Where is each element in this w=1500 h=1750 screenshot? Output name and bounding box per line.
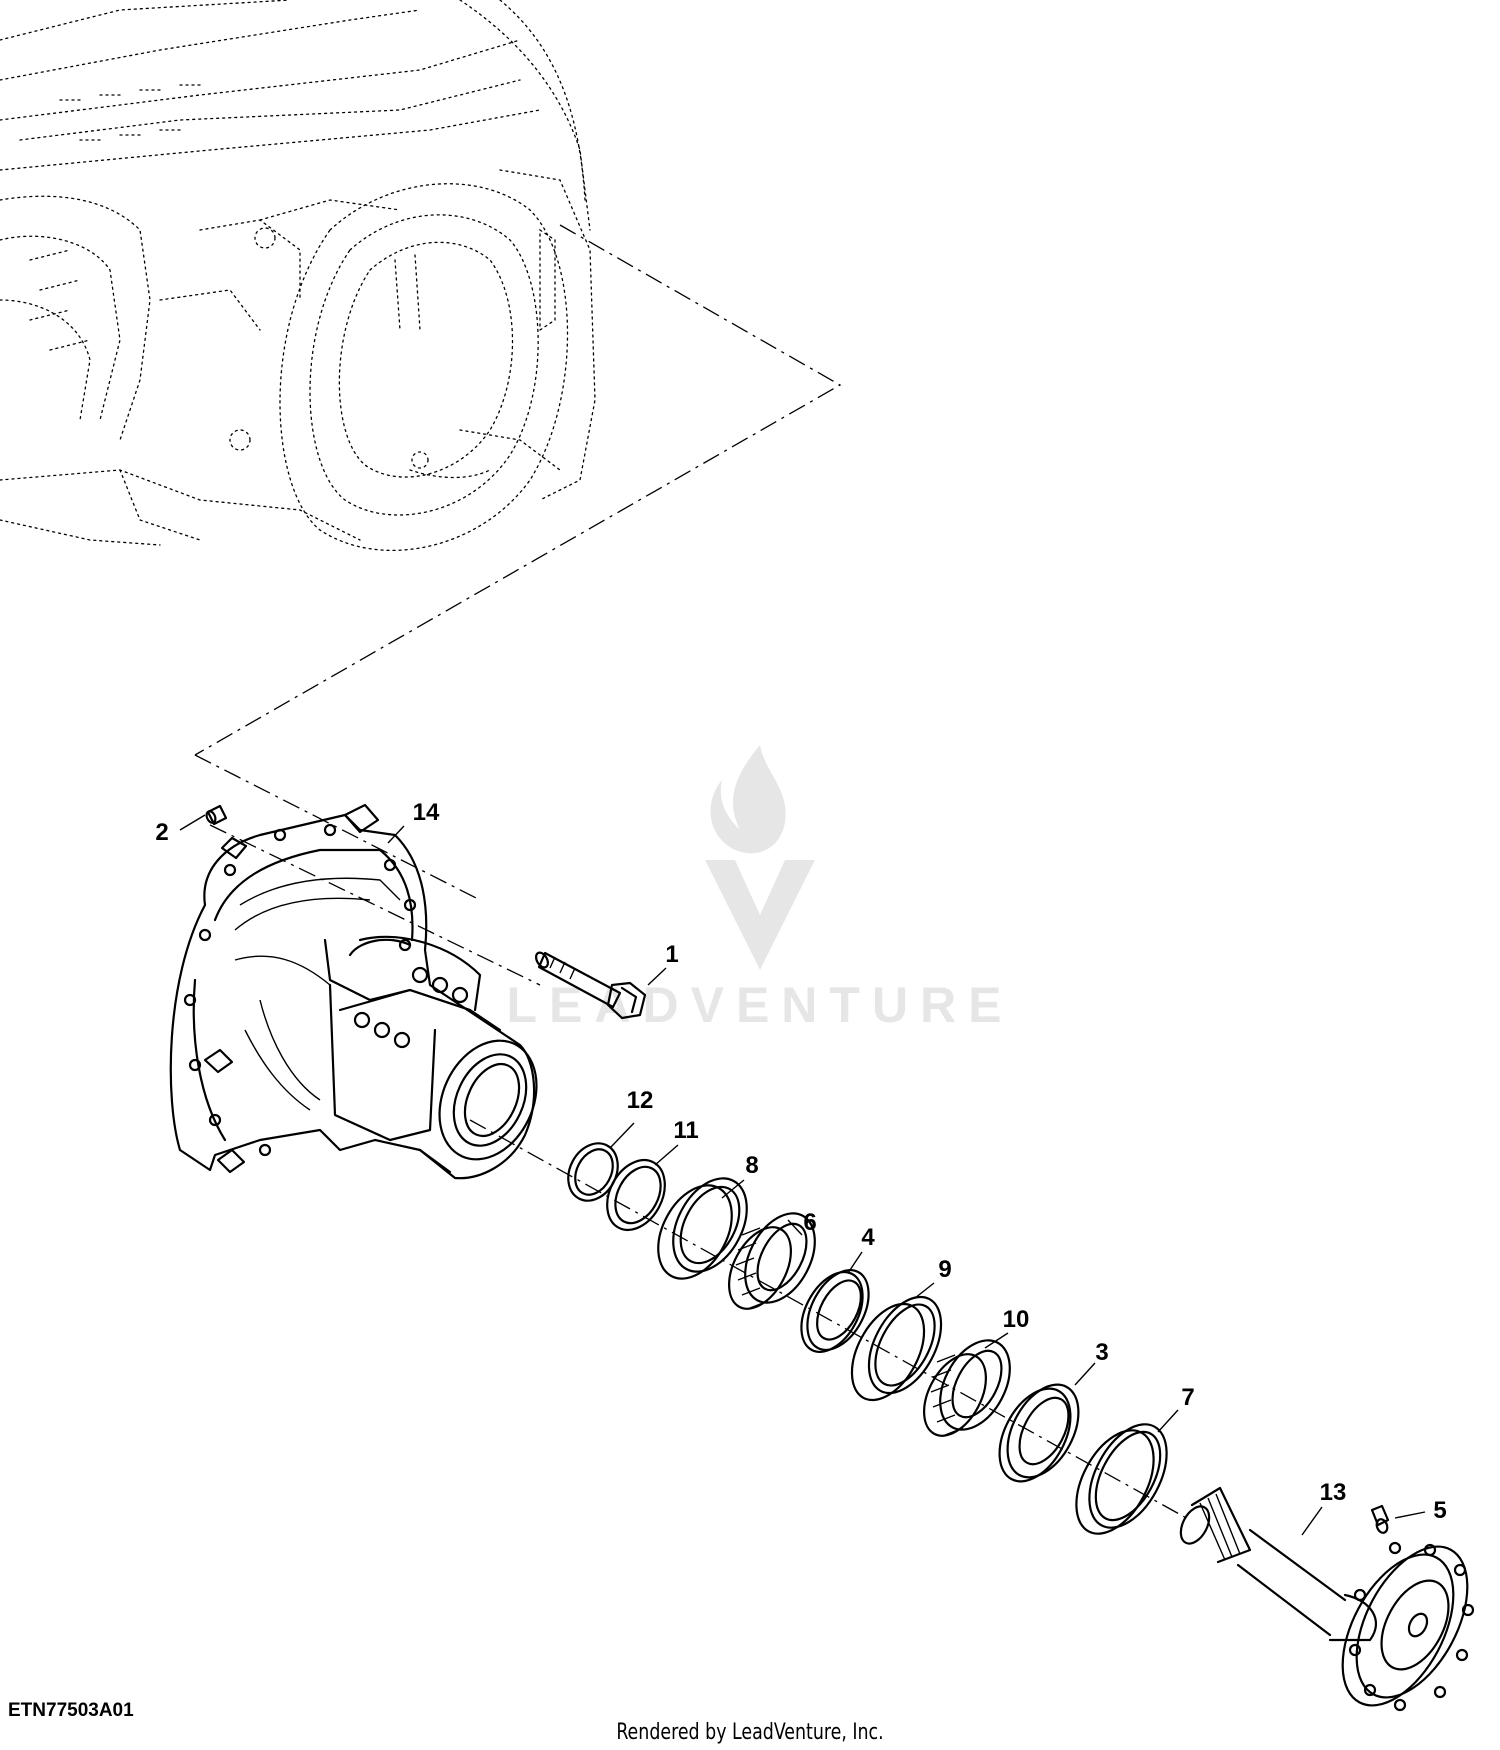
callout-labels: 1 2 3 4 5 6 7 8 9 10 11 12 13 14 [155, 799, 1446, 1524]
callout-2: 2 [155, 819, 168, 846]
leader-lines [179, 814, 1426, 1536]
callout-6: 6 [803, 1209, 816, 1236]
part-5-wheel-bolt [1370, 1504, 1390, 1534]
callout-13: 13 [1320, 1479, 1347, 1506]
part-11-shim [606, 1159, 666, 1231]
callout-14: 14 [413, 799, 440, 826]
figure-id: ETN77503A01 [8, 1700, 134, 1721]
part-4-spacer [800, 1269, 870, 1353]
part-10-bearing-cone [923, 1339, 1011, 1437]
callout-11: 11 [673, 1117, 698, 1144]
watermark-v-icon [705, 860, 815, 970]
part-14-final-drive-housing [169, 803, 538, 1180]
callout-4: 4 [861, 1224, 875, 1251]
footer-credit: Rendered by LeadVenture, Inc. [616, 1720, 884, 1745]
part-8-bearing-cup [657, 1177, 748, 1280]
part-7-wear-ring [1075, 1423, 1168, 1535]
assembly-centerlines [194, 224, 1191, 1521]
part-2-dowel-pin [205, 804, 228, 826]
part-3-seal [998, 1383, 1080, 1483]
part-6-bearing-cone [728, 1212, 816, 1310]
part-12-snap-ring [567, 1142, 619, 1202]
callout-8: 8 [745, 1152, 758, 1179]
part-9-bearing-cup [850, 1295, 943, 1402]
transmission-housing-phantom [0, 0, 596, 552]
callout-9: 9 [938, 1256, 951, 1283]
callout-12: 12 [627, 1087, 654, 1114]
callout-3: 3 [1095, 1339, 1108, 1366]
callout-5: 5 [1433, 1497, 1446, 1524]
watermark-text: LEADVENTURE [506, 977, 1013, 1033]
callout-10: 10 [1003, 1306, 1030, 1333]
watermark: LEADVENTURE [506, 745, 1013, 1033]
watermark-flame-icon [710, 745, 786, 854]
callout-7: 7 [1181, 1384, 1194, 1411]
part-1-cap-screw [535, 951, 647, 1020]
callout-1: 1 [665, 941, 678, 968]
part-13-axle-shaft [1179, 1486, 1475, 1712]
